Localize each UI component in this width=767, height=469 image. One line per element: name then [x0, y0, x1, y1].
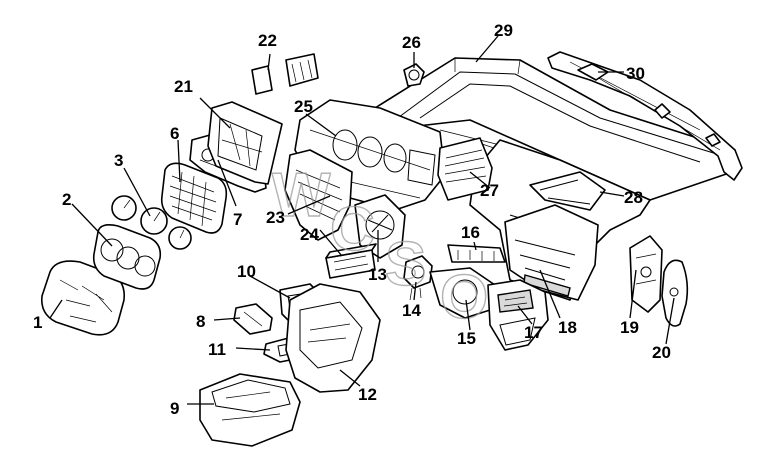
callout-14: 14: [402, 301, 421, 320]
callout-6: 6: [170, 124, 179, 143]
watermark-letter-s: S: [385, 230, 426, 299]
part-21-cluster-rear: [207, 101, 283, 185]
part-1-cluster-glass: [40, 260, 126, 336]
callout-10: 10: [237, 262, 256, 281]
part-16-switch-panel: [447, 244, 506, 263]
part-22-switch-block: [251, 53, 319, 95]
part-14-ignition-switch: [403, 255, 433, 301]
callout-9: 9: [170, 399, 179, 418]
callout-12: 12: [358, 385, 377, 404]
callout-27: 27: [480, 181, 499, 200]
callout-23: 23: [266, 208, 285, 227]
callout-16: 16: [461, 223, 480, 242]
callout-24: 24: [300, 225, 319, 244]
part-19-side-panel: [629, 235, 663, 313]
callout-30: 30: [626, 64, 645, 83]
watermark-letter-o: O: [440, 263, 488, 332]
callout-18: 18: [558, 318, 577, 337]
watermark-letter-c: C: [330, 195, 375, 264]
callout-13: 13: [368, 265, 387, 284]
part-12-center-console: [285, 283, 381, 393]
part-20-end-cap: [661, 259, 689, 327]
part-23-left-vent-panel: [284, 149, 353, 241]
callout-7: 7: [233, 210, 242, 229]
callout-labels: 1 2 3 6 7 8 9 10 11 12 13 14 15 16 17 18…: [33, 21, 671, 418]
part-13-steering-column-shroud: [354, 194, 406, 259]
callout-26: 26: [402, 33, 421, 52]
part-3-gauges: [111, 195, 192, 250]
callout-22: 22: [258, 31, 277, 50]
callout-28: 28: [624, 188, 643, 207]
callout-19: 19: [620, 318, 639, 337]
callout-15: 15: [457, 329, 476, 348]
part-2-cluster-bezel: [92, 224, 162, 290]
callout-8: 8: [196, 312, 205, 331]
part-8-switch: [233, 303, 273, 335]
part-27-center-vent: [437, 137, 493, 201]
leader-lines: [49, 35, 675, 405]
callout-29: 29: [494, 21, 513, 40]
part-30-cross-member: [547, 51, 743, 181]
watermark: W C S O: [271, 160, 489, 332]
callout-17: 17: [524, 323, 543, 342]
part-9-console-box: [199, 373, 301, 447]
callout-2: 2: [62, 190, 71, 209]
callout-3: 3: [114, 151, 123, 170]
part-24-control-module: [325, 243, 377, 279]
callout-21: 21: [174, 77, 193, 96]
callout-25: 25: [294, 97, 313, 116]
callout-11: 11: [208, 340, 226, 359]
callout-20: 20: [652, 343, 671, 362]
part-29-upper-dash-panel: [374, 57, 739, 201]
watermark-letter-w: W: [272, 161, 331, 230]
callout-1: 1: [33, 313, 42, 332]
part-17-radio-housing: [487, 279, 549, 351]
